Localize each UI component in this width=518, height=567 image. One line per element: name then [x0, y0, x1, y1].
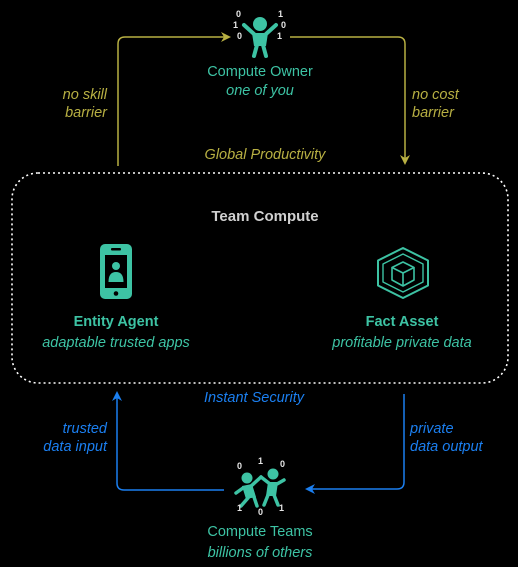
- edge-trusted-data-input: [112, 391, 224, 491]
- edge-no-cost-barrier: [290, 36, 410, 165]
- fact-asset-title: Fact Asset: [365, 314, 439, 330]
- owner-binary-right-1: 0: [281, 20, 287, 30]
- edge-label-no-cost: no cost: [412, 87, 459, 103]
- teams-binary-5: 1: [279, 503, 285, 513]
- teams-binary-2: 0: [280, 459, 286, 469]
- edge-label-private: private: [410, 421, 454, 437]
- owner-binary-left-2: 0: [237, 31, 243, 41]
- owner-binary-right-2: 1: [277, 31, 283, 41]
- edge-label-data-input: data input: [43, 439, 107, 455]
- global-productivity-label: Global Productivity: [204, 147, 326, 163]
- owner-binary-right-0: 1: [278, 9, 284, 19]
- team-compute-container: [11, 172, 509, 384]
- edge-private-data-output: [305, 394, 405, 494]
- owner-subtitle: one of you: [226, 83, 294, 99]
- teams-subtitle: billions of others: [207, 545, 313, 561]
- owner-binary-left-0: 0: [236, 9, 242, 19]
- edge-label-trusted: trusted: [62, 421, 107, 437]
- entity-agent-subtitle: adaptable trusted apps: [42, 335, 190, 351]
- edge-no-skill-barrier: [117, 32, 231, 166]
- cube-hexagon-icon: [377, 247, 429, 299]
- edge-label-skill-barrier: barrier: [65, 105, 107, 121]
- edge-label-cost-barrier: barrier: [412, 105, 454, 121]
- entity-agent-title: Entity Agent: [73, 314, 159, 330]
- teams-title: Compute Teams: [207, 524, 313, 540]
- owner-title: Compute Owner: [207, 64, 313, 80]
- team-compute-title: Team Compute: [211, 208, 319, 225]
- edge-label-no-skill: no skill: [62, 87, 107, 103]
- fact-asset-subtitle: profitable private data: [332, 335, 472, 351]
- smartphone-icon: [100, 244, 132, 299]
- owner-binary-left-1: 1: [233, 20, 239, 30]
- instant-security-label: Instant Security: [204, 390, 304, 406]
- teams-binary-3: 1: [237, 503, 243, 513]
- person-binary-icon: [242, 17, 278, 58]
- edge-label-data-output: data output: [410, 439, 483, 455]
- teams-binary-0: 0: [237, 461, 243, 471]
- teams-binary-4: 0: [258, 507, 264, 517]
- team-binary-icon: [234, 468, 286, 508]
- teams-binary-1: 1: [258, 456, 264, 466]
